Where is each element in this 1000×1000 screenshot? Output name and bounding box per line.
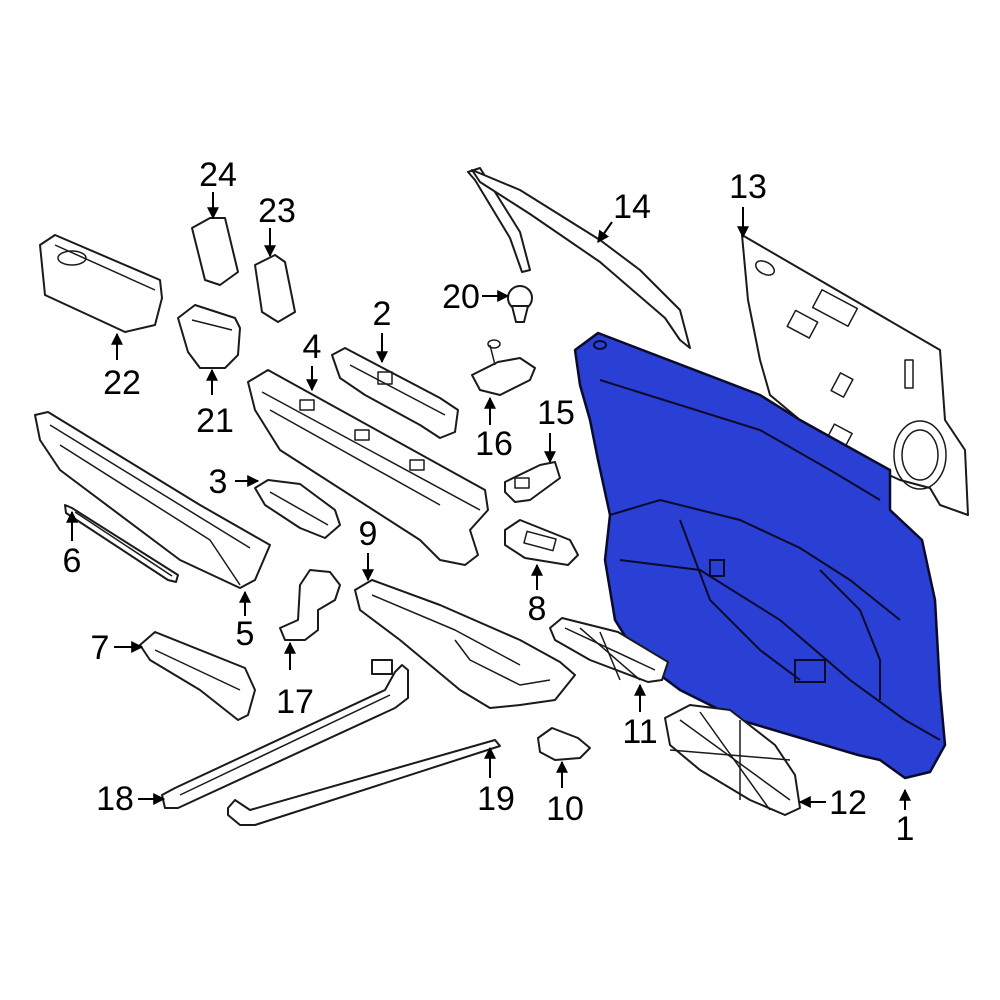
- callout-leaders: [66, 192, 911, 810]
- callout-9: 9: [359, 515, 378, 553]
- part-23-cover: [254, 254, 296, 323]
- callout-1: 1: [896, 810, 915, 848]
- callout-17: 17: [276, 683, 314, 721]
- callout-21: 21: [196, 402, 234, 440]
- callout-4: 4: [303, 328, 322, 366]
- callout-2: 2: [373, 295, 392, 333]
- part-24-cover: [191, 217, 239, 286]
- callout-3: 3: [209, 463, 228, 501]
- callout-10: 10: [546, 790, 584, 828]
- callout-6: 6: [63, 542, 82, 580]
- part-20-clip: [507, 285, 533, 323]
- part-22-storage-tray: [39, 234, 163, 333]
- part-14-window-trim: [467, 167, 691, 349]
- callout-23: 23: [258, 192, 296, 230]
- part-16-sensor: [471, 339, 536, 396]
- callout-14: 14: [613, 188, 651, 226]
- leader-14: [597, 221, 613, 243]
- callout-16: 16: [475, 425, 513, 463]
- part-4-armrest-frame: [247, 369, 489, 566]
- callout-11: 11: [622, 713, 657, 751]
- part-9-armrest: [354, 579, 576, 709]
- part-3-handle-housing: [254, 479, 341, 539]
- callout-22: 22: [103, 364, 141, 402]
- callout-12: 12: [829, 784, 867, 822]
- part-17-handle-cable: [279, 569, 341, 641]
- part-15-switch: [504, 461, 561, 503]
- callout-24: 24: [199, 156, 237, 194]
- part-18-light-strip: [161, 659, 409, 809]
- callout-19: 19: [477, 780, 515, 818]
- callout-13: 13: [729, 168, 767, 206]
- part-21-cup-holder: [177, 304, 241, 369]
- callout-20: 20: [442, 278, 480, 316]
- part-7-pocket: [139, 631, 256, 721]
- part-11-speaker-grille: [549, 617, 669, 683]
- callout-labels: 1 2 3 4 5 6 7 8 9 10 11 12 13 14 15 16 1…: [63, 156, 915, 848]
- callout-8: 8: [528, 590, 547, 628]
- callout-5: 5: [236, 615, 255, 653]
- part-19-light-strip: [227, 739, 501, 826]
- part-5-trim-strip: [34, 411, 271, 589]
- callout-18: 18: [96, 780, 134, 818]
- part-10-clip: [537, 727, 591, 761]
- part-8-switch-bezel: [504, 519, 579, 566]
- callout-15: 15: [537, 394, 575, 432]
- part-12-speaker-grille: [664, 704, 801, 816]
- part-2-bracket: [331, 347, 459, 439]
- callout-7: 7: [91, 629, 110, 667]
- part-1-door-trim-panel: [573, 331, 947, 780]
